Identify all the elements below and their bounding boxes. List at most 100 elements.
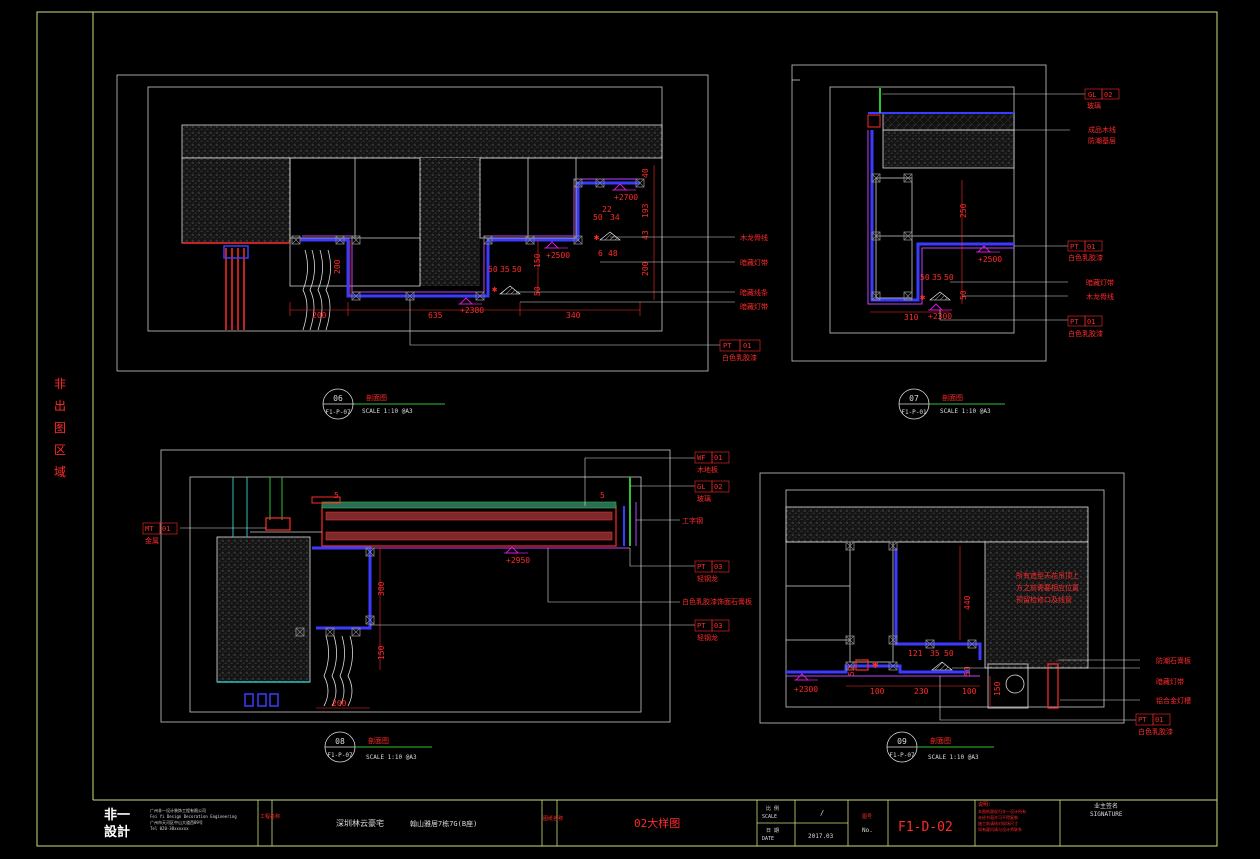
dimension-label: 150 (377, 645, 386, 660)
dimension-label: 34 (610, 213, 620, 222)
dimension-label: 50 (963, 666, 972, 676)
level-mark: +2500 (546, 251, 570, 260)
dimension-label: 300 (377, 581, 386, 596)
dimension-label: 50 (944, 649, 954, 658)
level-mark: +2950 (506, 556, 530, 565)
material-tag-code: MT (145, 525, 154, 533)
material-tag-code: PT (723, 342, 732, 350)
material-tag-num: 03 (714, 622, 722, 630)
project-detail: 翰山雅居7栋7G(B座) (410, 819, 477, 828)
dimension-label: 121 (908, 649, 923, 658)
callout-label: 防潮石膏板 (1156, 656, 1191, 665)
view-title-08: 08 F1-P-07 剖面图 SCALE 1:10 @A3 (324, 731, 432, 763)
callout-label: 暗藏线条 (740, 288, 768, 297)
material-tag-code: PT (697, 563, 706, 571)
dimension-label: 50 (512, 265, 522, 274)
section-view-07: ✱ 250 50 35 50 50 310 +2500 +2300 GL 02 … (791, 64, 1120, 362)
date-label-cn: 日 期 (766, 828, 779, 834)
drawing-number: F1-D-02 (898, 820, 953, 835)
drawing-no-label-cn: 图号 (862, 814, 872, 820)
material-tag-desc: 玻璃 (1087, 101, 1101, 110)
dimension-label: 48 (608, 249, 618, 258)
dimension-label: 230 (914, 687, 929, 696)
company-info-line: 广州市天河区中山大道西89号 (150, 819, 203, 825)
dimension-label: 50 (959, 290, 968, 300)
dimension-label: 100 (870, 687, 885, 696)
level-mark: +2300 (794, 685, 818, 694)
callout-label: 暗藏灯带 (740, 302, 768, 311)
dimension-label: 150 (533, 253, 542, 268)
level-mark: +2500 (978, 255, 1002, 264)
material-tag-num: 01 (1087, 243, 1095, 251)
dimension-label: 50 (847, 666, 856, 676)
company-info-line: 广州非一设计装饰工程有限公司 (150, 807, 206, 813)
sheet-frame (36, 11, 1218, 847)
material-tag-desc: 轻钢龙 (697, 633, 718, 642)
company-info-line: Fei Yi Design Decoration Engineering (150, 814, 237, 819)
project-label: 工程名称 (260, 813, 280, 820)
material-tag-code: PT (1070, 318, 1079, 326)
date-label-en: DATE (762, 836, 774, 842)
view-name: 剖面图 (942, 393, 963, 402)
title-block: 非一 設計 广州非一设计装饰工程有限公司 Fei Yi Design Decor… (104, 800, 1123, 846)
view-ref: F1-P-01 (901, 409, 927, 416)
dimension-label: 200 (312, 311, 327, 320)
scale-value: / (820, 809, 824, 817)
view-ref: F1-P-07 (325, 409, 351, 416)
notes-title: 说明: (978, 801, 991, 808)
note-line: 预留检修口及线管 (1016, 595, 1072, 604)
dimension-label: 5 (334, 491, 339, 500)
material-tag-desc: 白色乳胶漆 (1138, 727, 1173, 736)
dimension-label: 50 (944, 273, 954, 282)
side-note-char: 域 (54, 465, 66, 479)
dimension-label: 50 (593, 213, 603, 222)
note-line: 防潮基层 (1088, 136, 1116, 145)
side-note: 非 出 图 区 域 (54, 377, 66, 479)
material-tag-desc: 木地板 (697, 465, 718, 474)
signature-label-cn: 业主签名 (1094, 802, 1118, 810)
material-tag-code: GL (697, 483, 705, 491)
dimension-label: 6 (598, 249, 603, 258)
callout-label: 木龙骨线 (740, 233, 768, 242)
company-logo-bottom: 設計 (104, 824, 130, 840)
material-tag-desc: 轻钢龙 (697, 574, 718, 583)
dimension-label: 635 (428, 311, 443, 320)
material-tag-code: GL (1088, 91, 1096, 99)
material-tag-code: WF (697, 454, 705, 462)
section-view-08: 5 5 300 150 200 +2950 WF 01 木地板 GL 02 玻璃… (142, 449, 752, 723)
note-line: 成品木线 (1088, 125, 1116, 134)
view-ref: F1-P-07 (889, 752, 915, 759)
section-view-09: ✱ 440 121 35 50 50 50 100 230 100 150 +2… (759, 472, 1191, 736)
view-scale: SCALE 1:10 @A3 (928, 754, 979, 761)
dimension-label: 43 (641, 230, 650, 240)
dimension-label: 100 (962, 687, 977, 696)
callout-label: 白色乳胶漆饰面石膏板 (682, 597, 752, 606)
company-logo-top: 非一 (104, 807, 130, 823)
dimension-label: 5 (600, 491, 605, 500)
material-tag-desc: 金属 (145, 536, 159, 545)
dimension-label: 150 (993, 681, 1002, 696)
view-name: 剖面图 (368, 736, 389, 745)
section-view-06: ✱ ✱ 200 635 340 200 50 35 50 150 50 22 3… (116, 74, 768, 372)
svg-text:✱: ✱ (920, 293, 926, 303)
dimension-label: 35 (930, 649, 940, 658)
side-note-char: 非 (54, 377, 66, 391)
callout-label: 暗藏灯带 (1086, 278, 1114, 287)
dimension-label: 50 (533, 286, 542, 296)
note-line: 方之前需要相应位置 (1016, 583, 1079, 592)
dimension-label: 35 (932, 273, 942, 282)
view-ref: F1-P-07 (327, 752, 353, 759)
view-number: 07 (909, 394, 919, 403)
notes-line: 本图纸版权归非一设计所有 (978, 808, 1026, 814)
material-tag-num: 02 (1104, 91, 1112, 99)
side-note-char: 区 (54, 443, 66, 457)
view-scale: SCALE 1:10 @A3 (362, 408, 413, 415)
dimension-label: 440 (963, 595, 972, 610)
notes-line: 施工前请核对现场尺寸 (978, 820, 1018, 826)
svg-text:✱: ✱ (492, 285, 498, 295)
material-tag-num: 02 (714, 483, 722, 491)
callout-label: 暗藏灯带 (1156, 677, 1184, 686)
view-number: 06 (333, 394, 343, 403)
dimension-label: 50 (488, 265, 498, 274)
